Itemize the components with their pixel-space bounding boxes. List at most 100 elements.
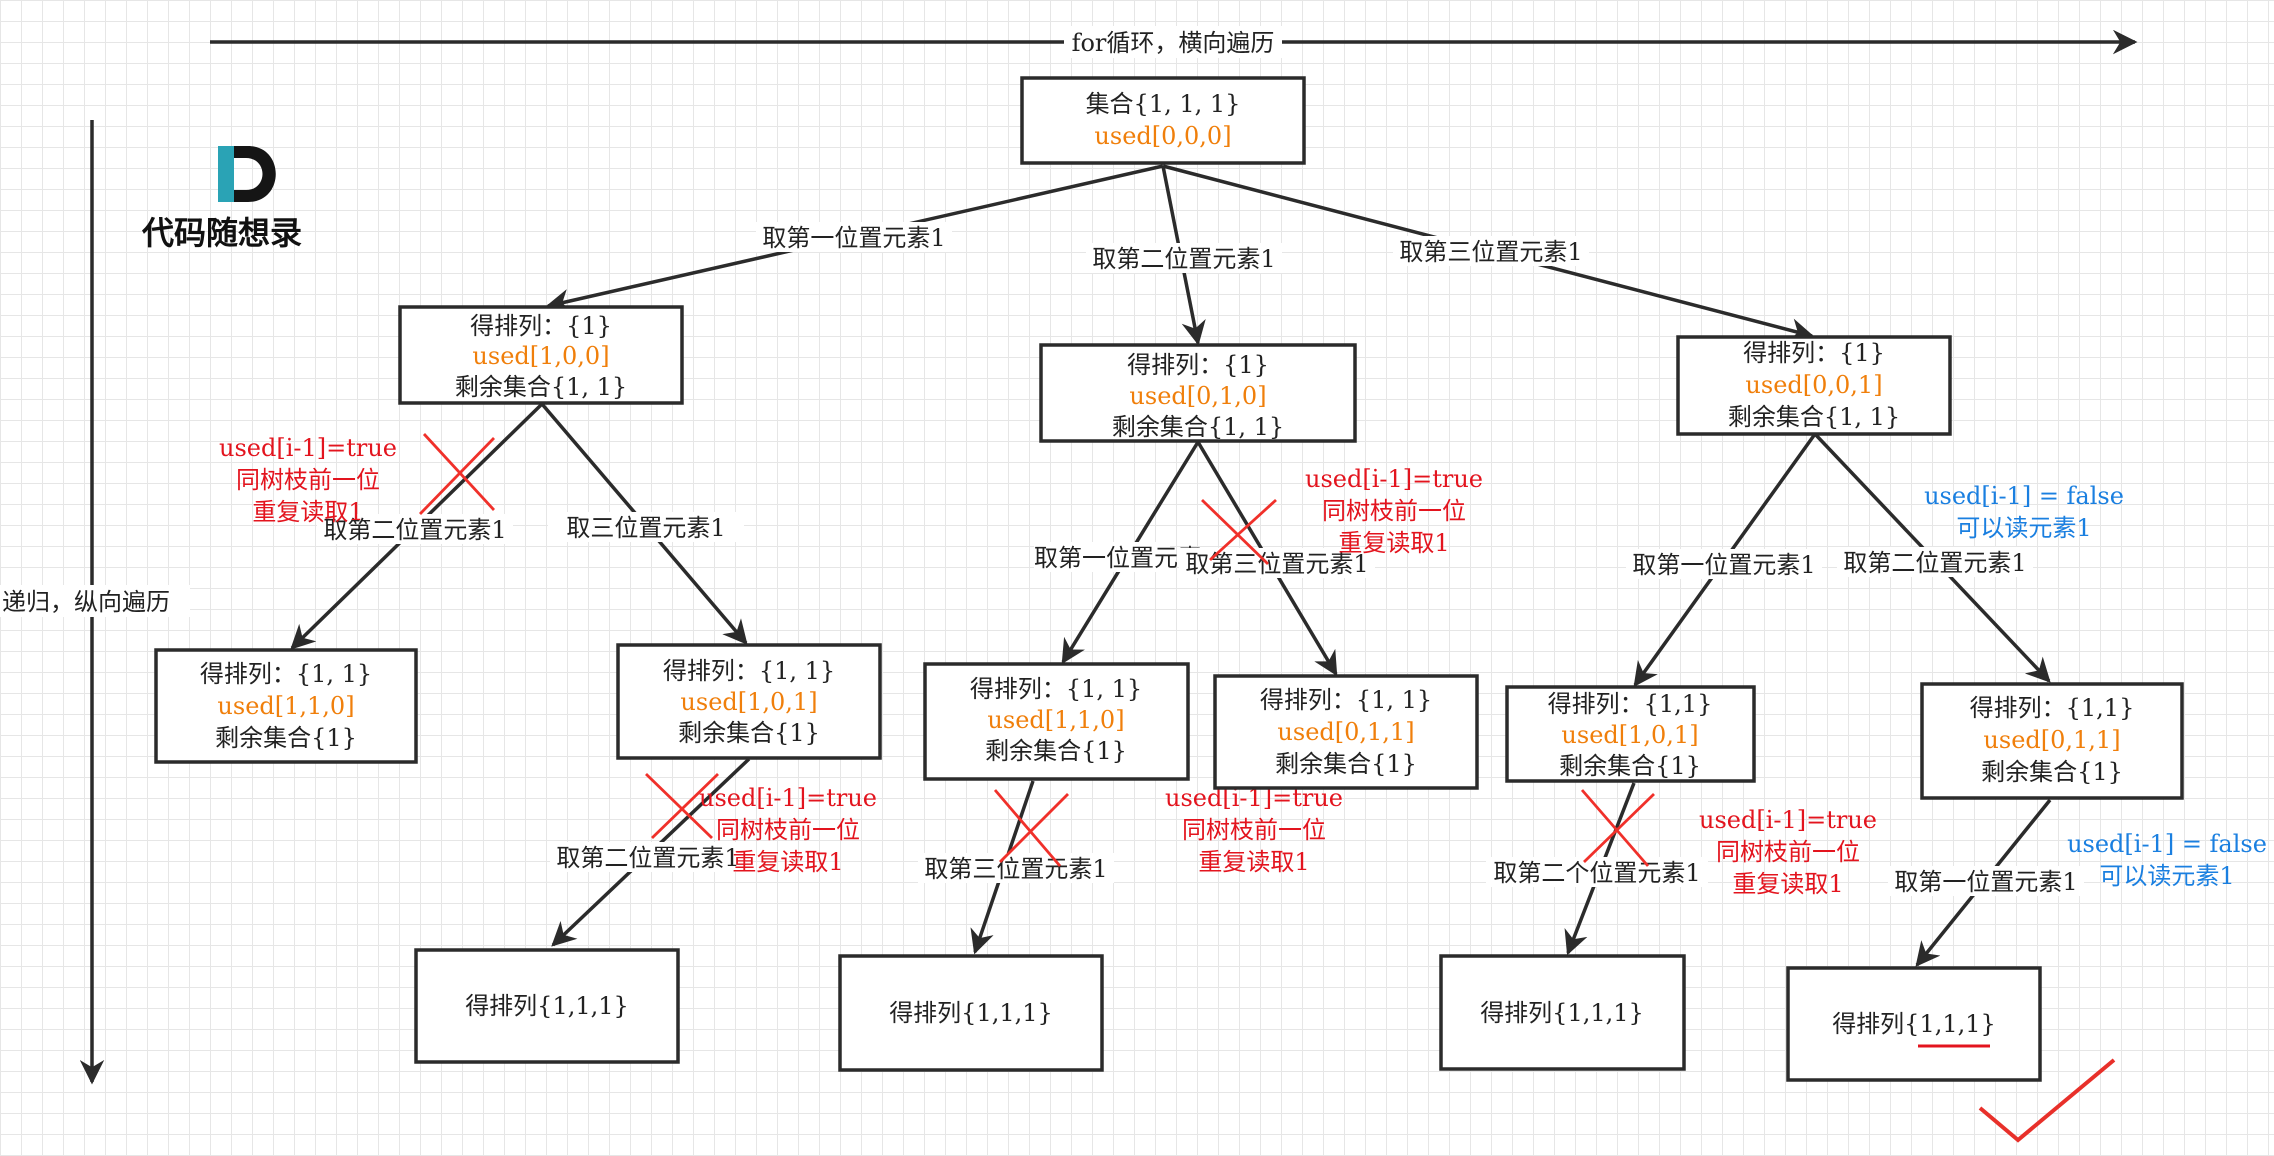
svg-text:得排列：{1,1}: 得排列：{1,1}	[1970, 694, 2135, 722]
cross-icon	[993, 789, 1069, 867]
cross-icon	[418, 433, 496, 515]
svg-text:同树枝前一位: 同树枝前一位	[236, 466, 380, 494]
note-allowed: used[i-1] = false 可以读元素1	[2067, 830, 2267, 890]
svg-text:得排列：{1,1}: 得排列：{1,1}	[1548, 690, 1713, 718]
svg-text:剩余集合{1}: 剩余集合{1}	[678, 719, 820, 747]
logo-text: 代码随想录	[141, 214, 302, 252]
svg-text:重复读取1: 重复读取1	[732, 848, 843, 876]
prune-marks	[418, 433, 1655, 867]
svg-text:used[i-1]=true: used[i-1]=true	[1699, 806, 1877, 834]
svg-text:重复读取1: 重复读取1	[1198, 848, 1309, 876]
logo-d-icon	[218, 146, 276, 202]
svg-text:得排列：{1}: 得排列：{1}	[470, 312, 612, 340]
svg-text:used[0,1,0]: used[0,1,0]	[1129, 382, 1266, 410]
note-conflict: used[i-1]=true 同树枝前一位 重复读取1	[699, 784, 877, 876]
vertical-axis-label: 递归，纵向遍历	[2, 588, 170, 616]
logo: 代码随想录	[141, 146, 302, 252]
svg-text:得排列{1,1,1}: 得排列{1,1,1}	[465, 992, 629, 1020]
svg-text:used[i-1]=true: used[i-1]=true	[1305, 465, 1483, 493]
svg-text:used[i-1]=true: used[i-1]=true	[219, 434, 397, 462]
node-l2f: 得排列：{1,1} used[0,1,1] 剩余集合{1}	[1920, 682, 2184, 800]
edge-label: 取第一位置元素1	[1632, 551, 1815, 579]
svg-text:同树枝前一位: 同树枝前一位	[716, 816, 860, 844]
node-l2e: 得排列：{1,1} used[1,0,1] 剩余集合{1}	[1505, 685, 1756, 783]
svg-text:得排列：{1, 1}: 得排列：{1, 1}	[970, 675, 1142, 703]
svg-text:得排列：{1}: 得排列：{1}	[1743, 339, 1885, 367]
edge-label: 取第二位置元素1	[1843, 549, 2026, 577]
svg-text:可以读元素1: 可以读元素1	[2099, 862, 2234, 890]
svg-text:同树枝前一位: 同树枝前一位	[1322, 497, 1466, 525]
svg-text:得排列：{1, 1}: 得排列：{1, 1}	[1260, 686, 1432, 714]
node-l1b: 得排列：{1} used[0,1,0] 剩余集合{1, 1}	[1039, 343, 1357, 443]
svg-text:得排列：{1, 1}: 得排列：{1, 1}	[663, 657, 835, 685]
edge-label: 取第一位置元素1	[762, 224, 945, 252]
edge-label: 取第二位置元素1	[556, 844, 739, 872]
note-conflict: used[i-1]=true 同树枝前一位 重复读取1	[1305, 465, 1483, 557]
svg-text:used[1,0,1]: used[1,0,1]	[1561, 721, 1698, 749]
svg-text:used[0,1,1]: used[0,1,1]	[1983, 726, 2120, 754]
note-conflict: used[i-1]=true 同树枝前一位 重复读取1	[1699, 806, 1877, 898]
svg-text:used[0,0,0]: used[0,0,0]	[1094, 122, 1231, 150]
svg-text:同树枝前一位: 同树枝前一位	[1182, 816, 1326, 844]
svg-text:得排列{1,1,1}: 得排列{1,1,1}	[1832, 1010, 1996, 1038]
note-conflict: used[i-1]=true 同树枝前一位 重复读取1	[219, 434, 397, 526]
svg-text:同树枝前一位: 同树枝前一位	[1716, 838, 1860, 866]
note-conflict: used[i-1]=true 同树枝前一位 重复读取1	[1165, 784, 1343, 876]
svg-text:used[1,0,1]: used[1,0,1]	[680, 688, 817, 716]
svg-text:得排列{1,1,1}: 得排列{1,1,1}	[889, 999, 1053, 1027]
svg-text:used[i-1] = false: used[i-1] = false	[1924, 482, 2124, 510]
svg-text:得排列：{1, 1}: 得排列：{1, 1}	[200, 660, 372, 688]
cross-icon	[645, 772, 719, 840]
svg-text:可以读元素1: 可以读元素1	[1956, 514, 2091, 542]
svg-text:used[i-1]=true: used[i-1]=true	[699, 784, 877, 812]
svg-text:剩余集合{1, 1}: 剩余集合{1, 1}	[1728, 403, 1900, 431]
node-l2a: 得排列：{1, 1} used[1,1,0] 剩余集合{1}	[154, 648, 418, 764]
svg-text:得排列：{1}: 得排列：{1}	[1127, 351, 1269, 379]
svg-text:重复读取1: 重复读取1	[1732, 870, 1843, 898]
svg-text:剩余集合{1}: 剩余集合{1}	[215, 724, 357, 752]
svg-text:used[1,1,0]: used[1,1,0]	[987, 706, 1124, 734]
svg-text:剩余集合{1}: 剩余集合{1}	[1981, 758, 2123, 786]
edge-label: 取第二位置元素1	[323, 516, 506, 544]
svg-text:剩余集合{1, 1}: 剩余集合{1, 1}	[455, 373, 627, 401]
edge-label: 取三位置元素1	[566, 514, 725, 542]
annotation-notes: used[i-1]=true 同树枝前一位 重复读取1 used[i-1]=tr…	[219, 434, 2267, 898]
check-mark-icon	[1978, 1058, 2116, 1143]
edge-label: 取第一位置元素1	[1894, 868, 2077, 896]
svg-text:剩余集合{1}: 剩余集合{1}	[1275, 750, 1417, 778]
node-l3a: 得排列{1,1,1}	[414, 948, 680, 1064]
svg-text:剩余集合{1}: 剩余集合{1}	[985, 737, 1127, 765]
edge-label: 取第二位置元素1	[1092, 245, 1275, 273]
svg-text:得排列{1,1,1}: 得排列{1,1,1}	[1480, 999, 1644, 1027]
node-root: 集合{1, 1, 1} used[0,0,0]	[1020, 76, 1306, 165]
cross-icon	[1201, 498, 1277, 566]
svg-text:used[i-1] = false: used[i-1] = false	[2067, 830, 2267, 858]
svg-text:剩余集合{1}: 剩余集合{1}	[1559, 752, 1701, 780]
node-l1c: 得排列：{1} used[0,0,1] 剩余集合{1, 1}	[1676, 335, 1952, 436]
node-l3b: 得排列{1,1,1}	[838, 954, 1104, 1072]
node-l2d: 得排列：{1, 1} used[0,1,1] 剩余集合{1}	[1213, 674, 1479, 790]
node-l3d: 得排列{1,1,1}	[1786, 966, 2042, 1082]
node-l2b: 得排列：{1, 1} used[1,0,1] 剩余集合{1}	[616, 643, 882, 760]
svg-text:used[1,0,0]: used[1,0,0]	[472, 342, 609, 370]
edge-label: 取第三位置元素1	[1399, 238, 1582, 266]
svg-text:used[1,1,0]: used[1,1,0]	[217, 692, 354, 720]
svg-text:used[0,1,1]: used[0,1,1]	[1277, 718, 1414, 746]
cross-icon	[1580, 789, 1655, 867]
svg-text:重复读取1: 重复读取1	[252, 498, 363, 526]
tree-nodes: 集合{1, 1, 1} used[0,0,0] 得排列：{1} used[1,0…	[154, 76, 2184, 1082]
note-allowed: used[i-1] = false 可以读元素1	[1924, 482, 2124, 542]
svg-text:used[0,0,1]: used[0,0,1]	[1745, 371, 1882, 399]
svg-text:剩余集合{1, 1}: 剩余集合{1, 1}	[1112, 413, 1284, 441]
svg-text:集合{1, 1, 1}: 集合{1, 1, 1}	[1086, 90, 1241, 118]
node-l1a: 得排列：{1} used[1,0,0] 剩余集合{1, 1}	[398, 305, 684, 405]
node-l3c: 得排列{1,1,1}	[1439, 954, 1686, 1071]
horizontal-axis-label: for循环，横向遍历	[1072, 29, 1275, 57]
edge-label: 取第二个位置元素1	[1493, 859, 1700, 887]
vertical-axis: 递归，纵向遍历	[0, 120, 190, 1085]
edge-label: 取第三位置元素1	[924, 855, 1107, 883]
horizontal-axis: for循环，横向遍历	[210, 26, 2138, 58]
svg-text:重复读取1: 重复读取1	[1338, 529, 1449, 557]
node-l2c: 得排列：{1, 1} used[1,1,0] 剩余集合{1}	[923, 662, 1190, 781]
